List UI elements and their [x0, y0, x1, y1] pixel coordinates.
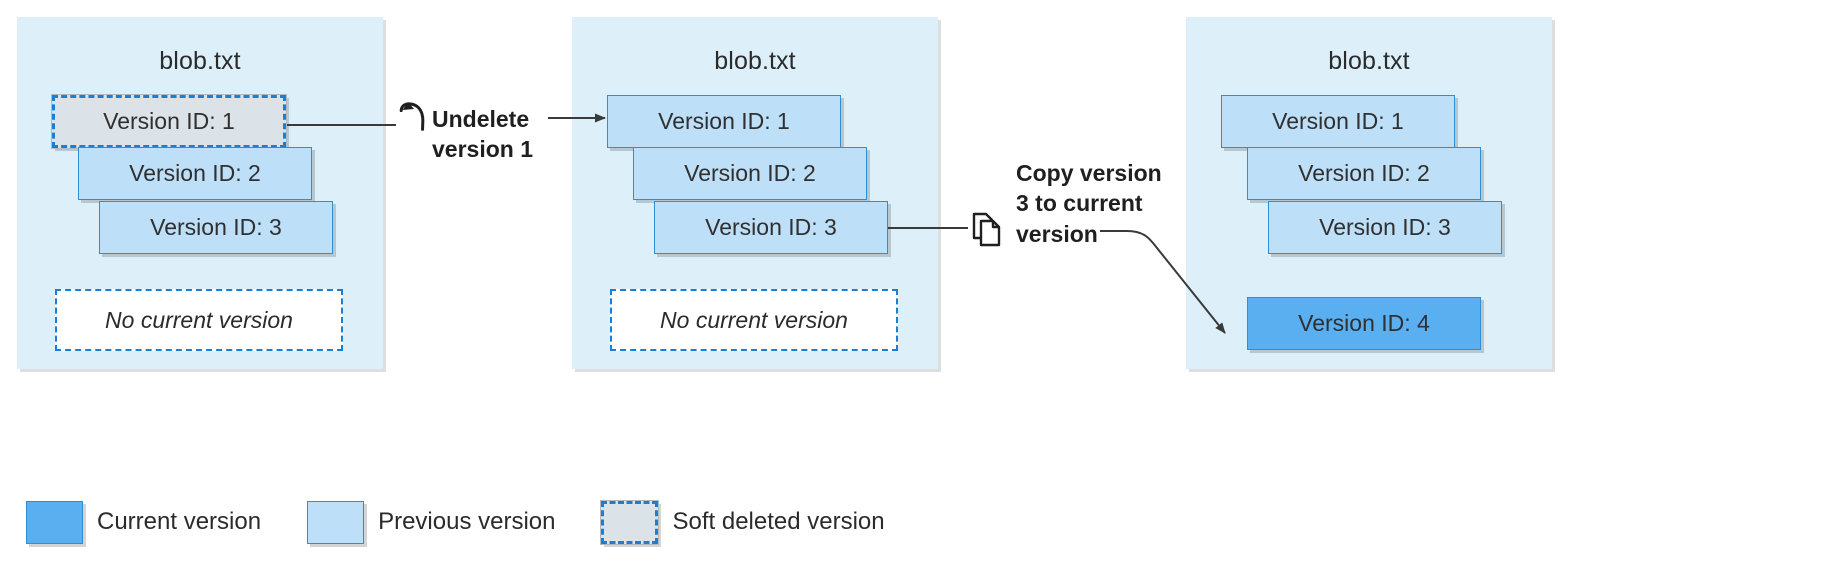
panel-2-blob-name: blob.txt	[714, 47, 796, 75]
panel-3-version-3: Version ID: 3	[1268, 201, 1502, 254]
panel-2-no-current-version: No current version	[610, 289, 898, 351]
version-label: Version ID: 4	[1298, 310, 1430, 336]
panel-3-version-4: Version ID: 4	[1247, 297, 1481, 350]
legend-item-current-version: Current version	[26, 500, 262, 544]
version-label: Version ID: 2	[1298, 160, 1430, 186]
legend-swatch-previous-version	[307, 500, 365, 544]
version-label: Version ID: 3	[1319, 214, 1451, 240]
version-label: Version ID: 2	[684, 160, 816, 186]
legend-item-soft-deleted-version: Soft deleted version	[600, 499, 885, 545]
legend-label-previous-version: Previous version	[378, 508, 556, 535]
legend-swatch-soft-deleted-version	[600, 499, 660, 545]
annotation-undelete-line2: version 1	[432, 136, 533, 163]
copy-pages-icon	[972, 212, 1001, 247]
version-label: Version ID: 3	[705, 214, 837, 240]
version-label: Version ID: 1	[1272, 108, 1404, 134]
panel-1-no-current-version: No current version	[55, 289, 343, 351]
blob-panel-1: blob.txt Version ID: 1 Version ID: 2 Ver…	[17, 17, 383, 369]
panel-1-version-1: Version ID: 1	[51, 94, 287, 149]
annotation-undelete-line1: Undelete	[432, 106, 530, 132]
panel-3-version-1: Version ID: 1	[1221, 95, 1455, 148]
panel-3-blob-name: blob.txt	[1328, 47, 1410, 75]
version-label: Version ID: 1	[658, 108, 790, 134]
legend-item-previous-version: Previous version	[307, 500, 556, 544]
version-label: Version ID: 1	[103, 108, 235, 134]
panel-3-version-2: Version ID: 2	[1247, 147, 1481, 200]
legend: Current version Previous version Soft de…	[26, 497, 931, 547]
legend-label-soft-deleted-version: Soft deleted version	[672, 508, 885, 535]
annotation-copy-line2: 3 to current	[1016, 190, 1143, 217]
legend-swatch-current-version	[26, 500, 83, 544]
no-current-version-label: No current version	[105, 306, 293, 333]
panel-1-blob-name: blob.txt	[159, 47, 241, 75]
panel-1-version-3: Version ID: 3	[99, 201, 333, 254]
annotation-copy-line3: version	[1016, 220, 1098, 247]
legend-label-current-version: Current version	[97, 508, 262, 535]
version-label: Version ID: 2	[129, 160, 261, 186]
panel-2-version-2: Version ID: 2	[633, 147, 867, 200]
panel-1-version-2: Version ID: 2	[78, 147, 312, 200]
blob-panel-3: blob.txt Version ID: 1 Version ID: 2 Ver…	[1186, 17, 1552, 369]
version-label: Version ID: 3	[150, 214, 282, 240]
blob-panel-2: blob.txt Version ID: 1 Version ID: 2 Ver…	[572, 17, 938, 369]
undo-arrow-icon	[399, 102, 425, 131]
annotation-copy-version-3: Copy version 3 to current version	[1016, 158, 1176, 249]
annotation-undelete-version-1: Undelete version 1	[432, 104, 552, 165]
no-current-version-label: No current version	[660, 306, 848, 333]
panel-2-version-3: Version ID: 3	[654, 201, 888, 254]
panel-2-version-1: Version ID: 1	[607, 95, 841, 148]
annotation-copy-line1: Copy version	[1016, 160, 1162, 186]
